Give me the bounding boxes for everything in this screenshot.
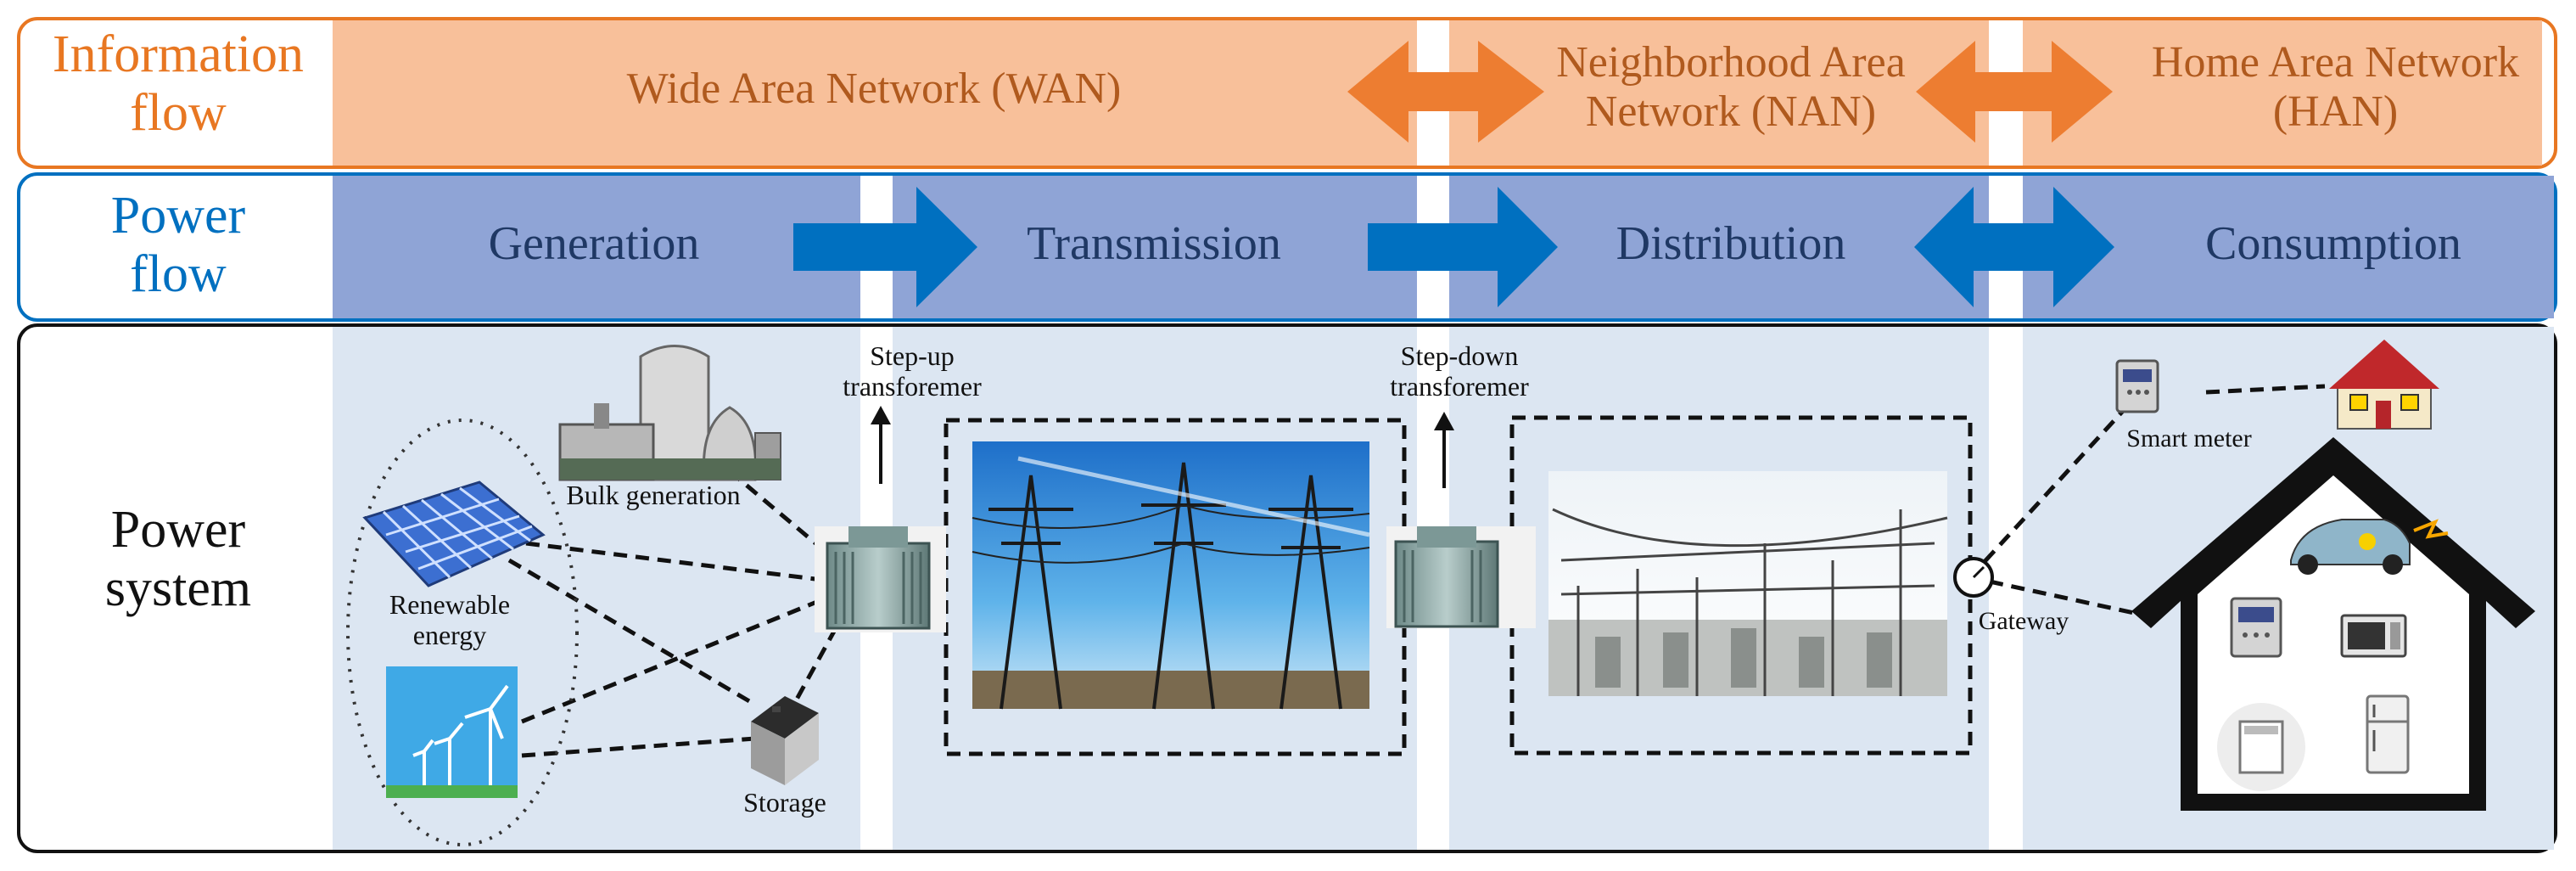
renewable-energy-label: Renewable energy <box>356 589 543 651</box>
distribution-label: Distribution <box>1616 217 1846 270</box>
step-up-label: Step-up transforemer <box>806 340 1018 402</box>
transmission-distribution-arrow <box>1368 187 1558 307</box>
han-label-line2: (HAN) <box>2272 87 2399 137</box>
home-meter-icon <box>2230 597 2282 658</box>
information-title-line2: flow <box>130 84 227 143</box>
smart-meter-label: Smart meter <box>2126 424 2252 452</box>
electric-car-icon <box>2290 519 2449 575</box>
generation-label: Generation <box>488 217 700 270</box>
renewable-label-line2: energy <box>412 619 487 650</box>
distribution-consumption-double-arrow <box>1914 187 2114 307</box>
transmission-label: Transmission <box>1027 217 1281 270</box>
transmission-tower-photo <box>972 441 1370 710</box>
generation-transmission-arrow <box>793 187 977 307</box>
storage-label: Storage <box>743 787 826 818</box>
step-down-label-line2: transforemer <box>1390 370 1529 402</box>
gateway-icon <box>1953 557 1994 598</box>
power-system-title: Power system <box>25 501 331 619</box>
wind-turbine-icon <box>386 666 518 798</box>
power-system-title-line1: Power <box>110 501 246 559</box>
step-up-label-line1: Step-up <box>870 340 955 371</box>
han-label: Home Area Network (HAN) <box>2117 38 2554 137</box>
nan-label: Neighborhood Area Network (NAN) <box>1536 38 1926 137</box>
power-flow-title-line1: Power <box>110 187 246 244</box>
step-down-transformer-icon <box>1386 412 1536 628</box>
power-flow-row <box>17 172 2557 322</box>
power-flow-title-line2: flow <box>130 245 227 304</box>
refrigerator-icon <box>2366 694 2410 774</box>
power-system-title-line2: system <box>104 559 252 618</box>
wan-nan-double-arrow <box>1347 41 1544 143</box>
battery-icon <box>751 696 819 785</box>
step-down-label: Step-down transforemer <box>1349 340 1570 402</box>
renewable-label-line1: Renewable <box>389 589 511 620</box>
wan-band <box>333 20 1417 166</box>
smart-meter-icon <box>2115 359 2159 413</box>
step-up-transformer-icon <box>815 406 946 632</box>
information-flow-row <box>17 17 2557 169</box>
bulk-generation-label: Bulk generation <box>566 480 741 510</box>
solar-panel-icon <box>362 480 546 587</box>
nuclear-plant-icon <box>558 345 781 481</box>
consumption-label: Consumption <box>2205 217 2461 270</box>
substation-photo <box>1548 471 1948 696</box>
washing-machine-icon <box>2217 703 2305 791</box>
renewable-group-outline <box>346 419 579 846</box>
transmission-band <box>893 176 1417 318</box>
information-title-line1: Information <box>52 25 305 83</box>
generation-band <box>333 176 860 318</box>
step-down-label-line1: Step-down <box>1400 340 1519 371</box>
gateway-label: Gateway <box>1978 607 2069 635</box>
information-flow-title: Information flow <box>25 25 331 143</box>
nan-han-double-arrow <box>1916 41 2113 143</box>
power-flow-title: Power flow <box>25 187 331 305</box>
han-label-line1: Home Area Network <box>2151 38 2520 87</box>
house-icon <box>2329 340 2439 430</box>
nan-label-line1: Neighborhood Area <box>1556 38 1906 87</box>
step-up-label-line2: transforemer <box>843 370 982 402</box>
nan-label-line2: Network (NAN) <box>1585 87 1877 137</box>
microwave-icon <box>2340 614 2407 658</box>
wan-label: Wide Area Network (WAN) <box>626 65 1122 113</box>
